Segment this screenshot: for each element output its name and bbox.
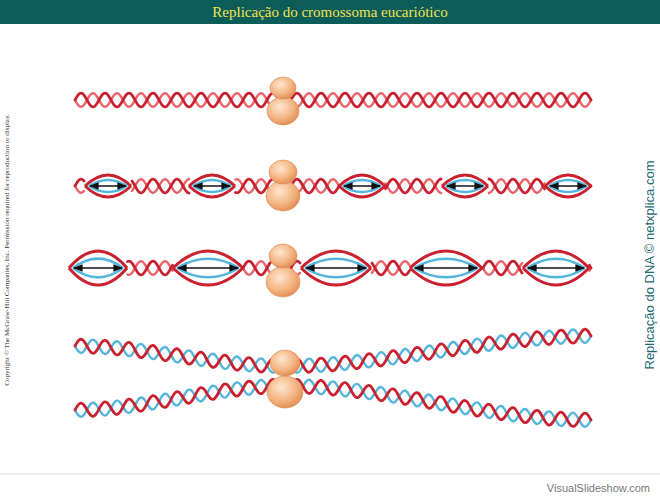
dna-strand xyxy=(75,93,591,107)
dna-strand xyxy=(75,379,591,427)
dna-strand xyxy=(75,379,591,426)
slide-title: Replicação do cromossoma eucariótico xyxy=(212,4,447,21)
replication-bubble xyxy=(189,175,235,197)
watermark: Replicação do DNA © netxplica.com xyxy=(642,160,657,369)
copyright-note: Copyright © The McGraw-Hill Companies, I… xyxy=(3,114,11,385)
replication-bubble xyxy=(301,251,371,285)
replication-bubble xyxy=(410,251,482,285)
dna-strand xyxy=(75,329,591,373)
replication-bubble xyxy=(69,251,127,285)
dna-strand xyxy=(75,179,591,193)
centromere xyxy=(267,350,303,408)
replication-bubble xyxy=(173,251,243,285)
replication-bubble xyxy=(523,251,589,285)
centromere xyxy=(266,160,300,211)
dna-strand xyxy=(75,330,591,373)
replication-bubble xyxy=(545,175,591,197)
centromere xyxy=(267,77,299,125)
replication-bubble xyxy=(442,175,488,197)
replication-bubble xyxy=(339,175,385,197)
dna-strand xyxy=(75,179,591,193)
dna-strand xyxy=(75,93,591,107)
centromere xyxy=(266,244,300,297)
replication-bubble xyxy=(85,175,131,197)
site-watermark: VisualSlideshow.com xyxy=(547,482,650,494)
